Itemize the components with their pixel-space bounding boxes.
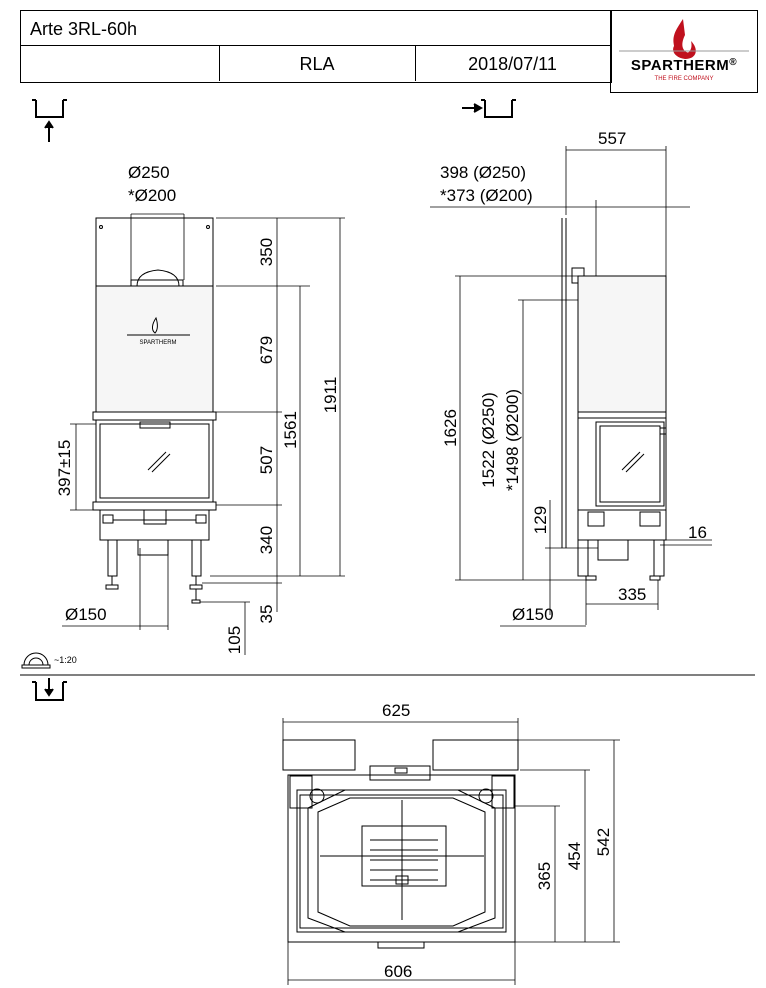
variant-code: RLA <box>299 54 335 74</box>
top-view-icon <box>32 678 67 701</box>
dim-air-diameter: Ø150 <box>65 605 107 624</box>
dim-679: 679 <box>257 336 276 364</box>
dim-flue-offset: 398 (Ø250) <box>440 163 526 182</box>
scale-ruler-icon <box>21 652 51 669</box>
scale-label: ~1:20 <box>54 655 77 665</box>
dim-557: 557 <box>598 129 626 148</box>
dim-625: 625 <box>382 701 410 720</box>
dim-flue-diameter: Ø250 <box>128 163 170 182</box>
dim-105: 105 <box>225 626 244 654</box>
dim-flue-diameter-alt: *Ø200 <box>128 186 176 205</box>
brand-reg: ® <box>729 57 738 68</box>
side-dimensions <box>430 146 712 627</box>
model-name: Arte 3RL-60h <box>30 18 138 39</box>
dim-365: 365 <box>535 862 554 890</box>
brand-logo: SPARTHERM® THE FIRE COMPANY <box>611 11 757 92</box>
side-view-icon <box>462 99 516 118</box>
dim-1626: 1626 <box>441 409 460 447</box>
dim-507: 507 <box>257 446 276 474</box>
dim-335: 335 <box>618 585 646 604</box>
stove-logo-text: SPARTHERM <box>139 340 176 346</box>
flame-icon <box>619 19 749 59</box>
brand-tagline: THE FIRE COMPANY <box>654 76 714 82</box>
dim-flue-height: 1522 (Ø250) <box>479 392 498 487</box>
top-view <box>282 739 519 949</box>
stove-logo-mark: SPARTHERM <box>127 316 190 346</box>
dim-flue-offset-alt: *373 (Ø200) <box>440 186 533 205</box>
dim-1561: 1561 <box>281 411 300 449</box>
dim-16: 16 <box>688 523 707 542</box>
dim-1911: 1911 <box>321 377 340 414</box>
front-dimensions <box>62 213 345 655</box>
side-view <box>561 218 667 581</box>
front-dimension-labels: Ø250 *Ø200 350 679 507 340 1561 1911 397… <box>54 163 340 665</box>
dim-35: 35 <box>257 605 276 624</box>
dim-129: 129 <box>531 506 550 534</box>
side-dimension-labels: 557 398 (Ø250) *373 (Ø200) 1626 1522 (Ø2… <box>440 129 707 624</box>
front-view-icon <box>32 99 67 142</box>
dim-606: 606 <box>384 962 412 981</box>
dim-340: 340 <box>257 526 276 554</box>
top-dimensions <box>282 718 620 985</box>
dim-side-air-diameter: Ø150 <box>512 605 554 624</box>
top-dimension-labels: 625 606 542 454 365 <box>382 701 613 981</box>
dim-glass-height: 397±15 <box>55 440 74 497</box>
dim-542: 542 <box>594 828 613 856</box>
dim-454: 454 <box>565 842 584 870</box>
brand-name: SPARTHERM <box>630 57 730 74</box>
drawing-date: 2018/07/11 <box>468 54 557 74</box>
dim-350: 350 <box>257 238 276 266</box>
dim-flue-height-alt: *1498 (Ø200) <box>503 389 522 491</box>
front-view: SPARTHERM <box>92 217 217 604</box>
